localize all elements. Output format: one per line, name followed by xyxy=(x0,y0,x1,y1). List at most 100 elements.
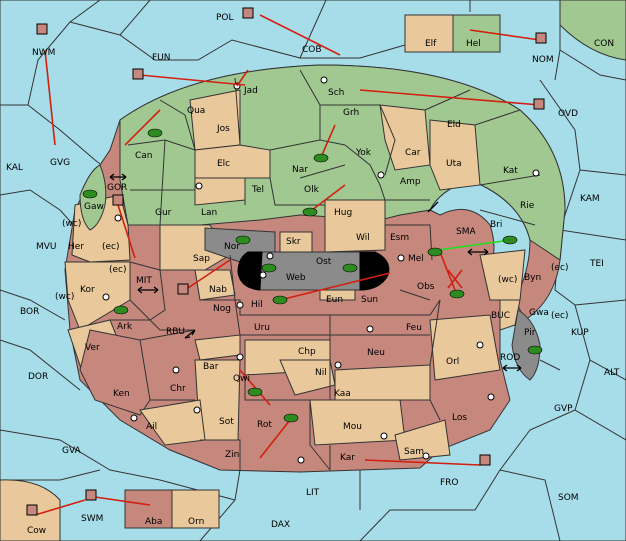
fleet-icon[interactable] xyxy=(132,68,144,80)
label-nog: Nog xyxy=(213,304,231,314)
coast-tags: (wc) (ec) (wc) (ec) (wc) (ec) (ec) xyxy=(55,219,569,321)
order-arrow xyxy=(117,204,136,259)
order-arrow xyxy=(311,184,346,211)
region-elc[interactable] xyxy=(194,144,271,179)
label-gaw: Gaw xyxy=(84,202,104,212)
region-kor[interactable] xyxy=(64,261,131,331)
sc-sot xyxy=(193,406,201,414)
army-icon[interactable] xyxy=(449,289,465,299)
sc-amp xyxy=(377,171,385,179)
land-labels: Elf Hel Jad Sch Qua Jos Grh Eld Can Elc … xyxy=(27,39,549,536)
order-arrow xyxy=(279,272,391,301)
region-lan[interactable] xyxy=(194,177,246,206)
label-ark: Ark xyxy=(117,322,133,332)
coast-tag: (ec) xyxy=(551,263,569,273)
region-aba[interactable] xyxy=(124,489,173,529)
fleet-icon[interactable] xyxy=(535,32,547,44)
sea-labels: POL COB FUN NWM NOM CON OVD KAL GVG KAM … xyxy=(6,13,620,530)
label-kar: Kar xyxy=(340,453,355,463)
order-arrow xyxy=(124,109,161,146)
label-zin: Zin xyxy=(225,450,239,460)
label-esm: Esm xyxy=(390,233,409,243)
label-rot: Rot xyxy=(257,420,272,430)
region-elf[interactable] xyxy=(404,14,454,53)
label-kam: KAM xyxy=(580,194,600,204)
canal-west xyxy=(237,251,263,291)
region-uta[interactable] xyxy=(429,119,481,191)
label-eun: Eun xyxy=(326,295,343,305)
region-orl[interactable] xyxy=(429,314,501,381)
army-icon[interactable] xyxy=(342,263,358,273)
label-kat: Kat xyxy=(503,166,518,176)
fleet-icon[interactable] xyxy=(36,23,48,35)
label-feu: Feu xyxy=(406,323,422,333)
army-icon[interactable] xyxy=(261,263,277,273)
order-arrow xyxy=(259,14,341,56)
army-icon[interactable] xyxy=(527,345,543,355)
army-icon[interactable] xyxy=(502,235,518,245)
label-sot: Sot xyxy=(219,417,234,427)
label-ail: Ail xyxy=(146,422,157,432)
army-icon[interactable] xyxy=(247,387,263,397)
army-icon[interactable] xyxy=(302,207,318,217)
fleet-icon[interactable] xyxy=(26,504,38,516)
coast-tag: (ec) xyxy=(551,311,569,321)
fleet-icon[interactable] xyxy=(112,194,124,206)
label-orn: Orn xyxy=(188,517,204,527)
label-dor: DOR xyxy=(28,372,48,382)
sc-chr xyxy=(172,366,180,374)
label-sap: Sap xyxy=(193,254,210,264)
label-nwm: NWM xyxy=(32,48,55,58)
sc-los xyxy=(487,393,495,401)
label-gwa: Gwa xyxy=(529,308,549,318)
army-icon[interactable] xyxy=(313,153,329,163)
army-icon[interactable] xyxy=(427,247,443,257)
fleet-icon[interactable] xyxy=(479,454,491,466)
label-som: SOM xyxy=(558,493,579,503)
region-pir[interactable] xyxy=(511,309,541,381)
label-eld: Eld xyxy=(447,120,461,130)
sc-qwi xyxy=(236,353,244,361)
region-bar[interactable] xyxy=(194,334,241,361)
army-icon[interactable] xyxy=(272,295,288,305)
label-bri: Bri xyxy=(490,220,502,230)
region-wil[interactable] xyxy=(324,199,386,253)
support-line xyxy=(437,239,511,251)
label-byn: Byn xyxy=(524,273,541,283)
army-icon[interactable] xyxy=(147,128,163,138)
label-sam: Sam xyxy=(404,447,424,457)
army-icon[interactable] xyxy=(235,235,251,245)
supply-centers xyxy=(102,76,540,464)
label-grh: Grh xyxy=(343,108,359,118)
region-orn[interactable] xyxy=(171,489,220,529)
army-icon[interactable] xyxy=(82,189,98,199)
label-pol: POL xyxy=(216,13,234,23)
label-alt: ALT xyxy=(604,368,620,378)
order-arrow xyxy=(359,89,541,106)
region-sam[interactable] xyxy=(394,419,451,461)
army-icon[interactable] xyxy=(283,413,299,423)
label-gvp: GVP xyxy=(554,404,573,414)
fleet-icon[interactable] xyxy=(177,283,189,295)
fleet-icon[interactable] xyxy=(533,98,545,110)
order-arrow xyxy=(439,251,456,291)
order-arrow xyxy=(94,496,151,506)
label-qwi: Qwi xyxy=(233,374,250,384)
sc-zin xyxy=(297,456,305,464)
label-fro: FRO xyxy=(440,478,459,488)
label-gva: GVA xyxy=(62,446,82,456)
fleet-icon[interactable] xyxy=(242,7,254,19)
label-can: Can xyxy=(135,151,153,161)
region-car[interactable] xyxy=(379,104,431,171)
label-neu: Neu xyxy=(367,348,385,358)
order-arrow xyxy=(364,459,481,466)
sc-mel xyxy=(397,254,405,262)
region-jos[interactable] xyxy=(189,89,241,151)
army-icon[interactable] xyxy=(113,305,129,315)
sc-tel xyxy=(195,182,203,190)
fleet-icon[interactable] xyxy=(85,489,97,501)
label-uru: Uru xyxy=(254,323,270,333)
label-rod: ROD xyxy=(500,353,520,363)
label-gor: GOR xyxy=(107,183,127,193)
